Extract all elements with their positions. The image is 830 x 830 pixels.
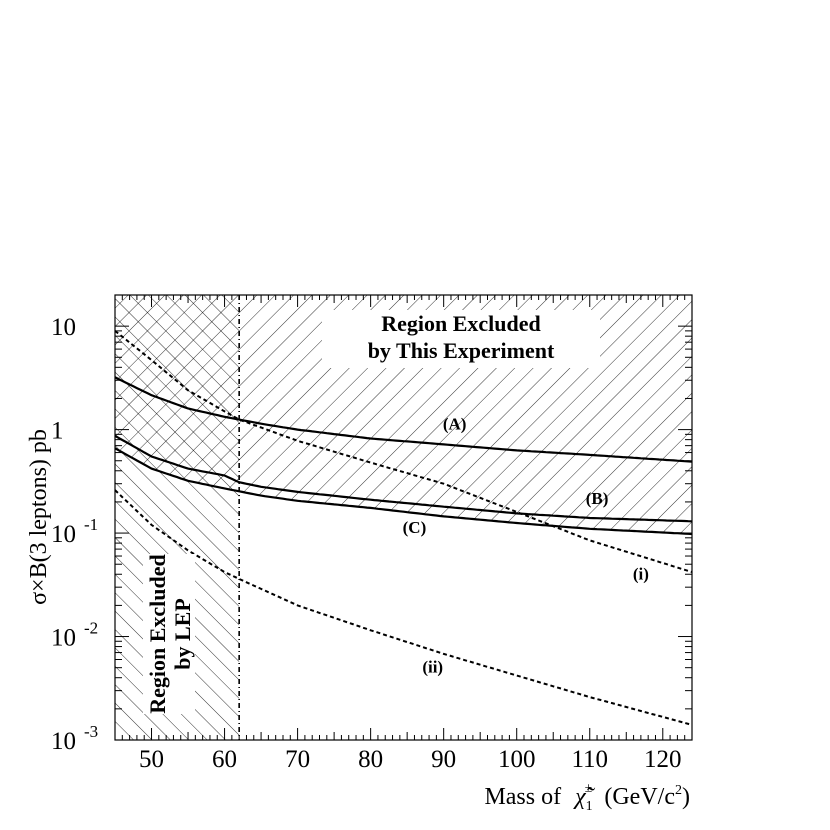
y-tick-label: 10 xyxy=(51,314,76,341)
region-labels: Region Excluded by This Experiment Regio… xyxy=(143,310,600,714)
experiment-region-label-line-2: by This Experiment xyxy=(368,338,555,363)
y-tick-label-base: 10 xyxy=(51,625,76,652)
curve-i xyxy=(115,330,692,574)
x-tick-label: 80 xyxy=(358,746,383,773)
curve-label-i: (i) xyxy=(633,565,649,584)
y-tick-label: 10 -3 xyxy=(51,722,98,755)
curve-b xyxy=(115,434,692,523)
y-tick-label-base: 10 xyxy=(51,728,76,755)
y-tick-label: 10 -1 xyxy=(51,515,98,548)
x-axis-label-unit-exponent: 2 xyxy=(675,783,682,798)
x-axis-label: Mass of χ̃1±(GeV/c2) xyxy=(484,781,690,814)
x-tick-label: 70 xyxy=(285,746,310,773)
limit-curves xyxy=(115,295,692,740)
y-tick-label-base: 10 xyxy=(51,521,76,548)
y-tick-label-base: 1 xyxy=(51,418,64,445)
y-tick-label: 10 -2 xyxy=(51,619,98,652)
x-tick-label: 60 xyxy=(212,746,237,773)
lep-region-label-line-1: Region Excluded xyxy=(145,554,170,714)
lep-region-label-box xyxy=(143,554,195,714)
x-tick-label: 120 xyxy=(644,746,682,773)
curve-c xyxy=(115,447,692,536)
x-axis-label-subscript: 1 xyxy=(586,799,593,814)
curve-label-c: (C) xyxy=(403,518,427,537)
x-tick-label: 90 xyxy=(431,746,456,773)
x-tick-label: 50 xyxy=(139,746,164,773)
plot-frame xyxy=(114,294,693,741)
curve-ii xyxy=(115,489,692,726)
x-tick-label: 100 xyxy=(498,746,536,773)
x-axis-label-unit-close: ) xyxy=(682,784,690,810)
curve-label-ii: (ii) xyxy=(422,657,443,676)
experiment-region-label-line-1: Region Excluded xyxy=(381,311,541,336)
curve-label-b: (B) xyxy=(586,489,609,508)
curve-label-a: (A) xyxy=(443,415,467,434)
curve-a xyxy=(115,376,692,463)
y-tick-label: 1 xyxy=(51,418,64,445)
y-tick-label-exponent: -3 xyxy=(84,722,98,741)
curve-labels: (A) (B) (C) (i) (ii) xyxy=(403,415,649,677)
lep-region-label-line-2: by LEP xyxy=(170,598,195,670)
y-tick-label-exponent: -1 xyxy=(84,515,98,534)
x-axis-label-superscript: ± xyxy=(585,781,593,796)
y-tick-label-base: 10 xyxy=(51,314,76,341)
x-tick-label: 110 xyxy=(571,746,608,773)
y-axis-label: σ×B(3 leptons) pb xyxy=(26,429,52,605)
y-tick-label-exponent: -2 xyxy=(84,619,98,638)
x-axis-label-unit: (GeV/c xyxy=(604,784,675,810)
experiment-region-label-box xyxy=(322,310,600,368)
x-axis-label-prefix: Mass of xyxy=(484,784,567,810)
